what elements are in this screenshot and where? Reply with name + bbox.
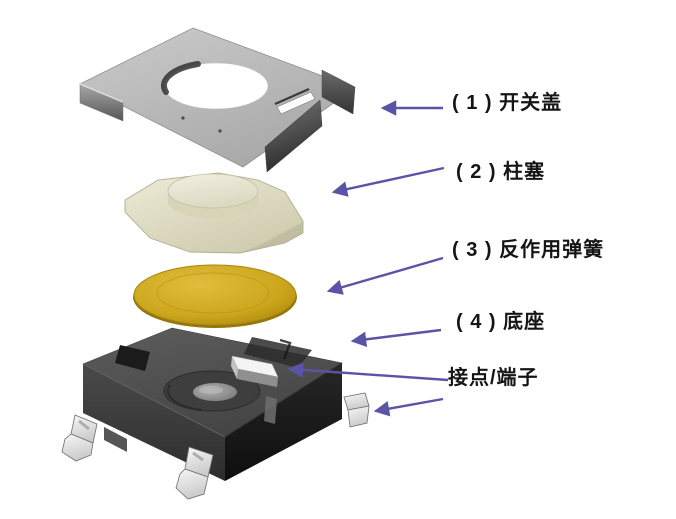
reaction-spring-part [133, 264, 297, 328]
leader-arrow-spring [326, 256, 444, 295]
base-part [61, 327, 370, 500]
plunger-part [124, 172, 304, 254]
terminal-left [61, 414, 98, 462]
label-plunger: ( 2 ) 柱塞 [456, 161, 546, 183]
contact-plate [231, 355, 279, 387]
cover-slot [276, 91, 316, 115]
switch-cover-part [79, 27, 356, 173]
leader-arrow-terminal [373, 397, 444, 417]
terminal-right [343, 392, 370, 428]
label-switch-cover: ( 1 ) 开关盖 [452, 92, 563, 114]
leader-arrows [287, 100, 449, 417]
leader-arrow-plunger [331, 166, 445, 197]
label-reaction-spring: ( 3 ) 反作用弹簧 [452, 239, 605, 261]
label-contact-terminal: 接点/端子 [448, 367, 539, 389]
leader-arrow-base [350, 328, 442, 348]
terminal-front [175, 446, 214, 500]
leader-arrow-contact [287, 362, 449, 382]
plunger-button [167, 173, 259, 209]
label-base: ( 4 ) 底座 [456, 311, 546, 333]
